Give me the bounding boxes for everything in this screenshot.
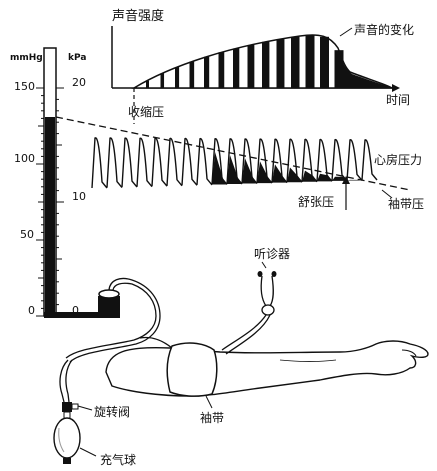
- mmhg-tick-100: 100: [14, 152, 35, 165]
- kpa-tick-20: 20: [72, 76, 86, 89]
- pressure-wave-fill: [272, 164, 287, 182]
- sound-bar: [233, 48, 239, 88]
- cuff-tube: [140, 337, 172, 348]
- stethoscope-yoke: [262, 305, 274, 315]
- mmhg-tick-0: 0: [28, 304, 35, 317]
- sound-bar: [219, 52, 225, 88]
- sound-bar: [175, 67, 179, 88]
- pressure-wave: [182, 138, 197, 185]
- kpa-unit-label: kPa: [68, 53, 86, 63]
- reservoir-cap: [99, 290, 119, 298]
- sound-bar: [248, 45, 255, 88]
- bulb-neck: [64, 412, 70, 418]
- sound-intensity-label: 声音强度: [112, 8, 164, 24]
- valve-label: 旋转阀: [94, 404, 130, 419]
- apparatus: 袖带 听诊器 旋转阀 充气球: [54, 247, 428, 467]
- cuff-pressure-label: 袖带压: [388, 196, 424, 211]
- sound-bar: [190, 62, 195, 88]
- mmhg-scale: mmHg 150 100 50 0: [10, 53, 43, 317]
- stethoscope-tube-outer: [222, 315, 266, 350]
- mmhg-tick-marks: [36, 88, 44, 316]
- diastolic-label: 舒张压: [298, 195, 334, 209]
- pressure-wave-fill: [257, 161, 272, 183]
- stethoscope-earpiece-right: [270, 276, 273, 306]
- pressure-waveform: 心房压力 舒张压 袖带压: [56, 117, 424, 211]
- rotary-valve: [62, 402, 72, 412]
- pressure-wave-fill: [317, 174, 332, 182]
- stethoscope-eartip-left: [258, 271, 263, 277]
- mmhg-unit-label: mmHg: [10, 53, 43, 63]
- cuff-label: 袖带: [200, 410, 224, 425]
- sound-change-label: 声音的变化: [354, 22, 414, 37]
- pressure-wave: [347, 140, 362, 181]
- cuff-band: [167, 343, 217, 396]
- kpa-scale: kPa 20 10 0: [68, 53, 86, 317]
- stethoscope-earpiece-left: [261, 276, 266, 306]
- stethoscope-label: 听诊器: [254, 247, 290, 261]
- pressure-wave: [122, 138, 137, 187]
- sound-bar: [262, 42, 269, 88]
- sound-bar: [306, 35, 315, 88]
- sound-tail-fill: [338, 50, 392, 88]
- bulb-tube-outer: [60, 360, 68, 402]
- time-label: 时间: [386, 93, 410, 107]
- arm: [106, 341, 428, 396]
- mmhg-tick-50: 50: [20, 228, 34, 241]
- systolic-label: 收缩压: [128, 104, 164, 119]
- sound-bar: [291, 37, 300, 88]
- valve-pointer: [78, 406, 92, 410]
- sound-intensity-graph: 声音强度 时间 声音的变化: [112, 8, 414, 107]
- mercury-column: [45, 117, 55, 316]
- stethoscope-eartip-right: [272, 271, 277, 277]
- bulb-pointer: [80, 448, 96, 456]
- pressure-wave-fill: [287, 168, 302, 183]
- stethoscope-pointer: [262, 262, 266, 268]
- sound-bar: [204, 57, 209, 88]
- kpa-tick-marks: [56, 88, 64, 316]
- atrial-pressure-waves: [92, 138, 377, 188]
- pressure-wave-fill: [302, 171, 317, 182]
- pressure-wave: [107, 138, 122, 188]
- mmhg-tick-150: 150: [14, 80, 35, 93]
- sound-bar: [277, 39, 285, 88]
- pressure-wave: [137, 138, 152, 187]
- inflation-bulb: [54, 418, 80, 458]
- valve-knob: [72, 404, 78, 409]
- bulb-label: 充气球: [100, 452, 136, 467]
- cuff-pointer: [206, 396, 212, 408]
- atrial-pressure-label: 心房压力: [374, 152, 422, 167]
- manometer-base: [44, 312, 120, 318]
- pressure-wave: [197, 139, 212, 185]
- pressure-wave: [152, 138, 167, 186]
- sound-bar: [146, 81, 149, 88]
- sound-change-pointer: [340, 28, 352, 36]
- bulb-tube-inner: [66, 360, 72, 402]
- pressure-wave: [92, 138, 107, 188]
- pressure-wave: [167, 138, 182, 185]
- pressure-wave-fill: [242, 158, 257, 183]
- sound-bar: [161, 73, 165, 88]
- bulb-end-valve: [63, 458, 71, 464]
- pressure-wave: [332, 140, 347, 181]
- sound-bar: [320, 37, 329, 88]
- kpa-tick-10: 10: [72, 190, 86, 203]
- stethoscope-tube-inner: [226, 315, 270, 354]
